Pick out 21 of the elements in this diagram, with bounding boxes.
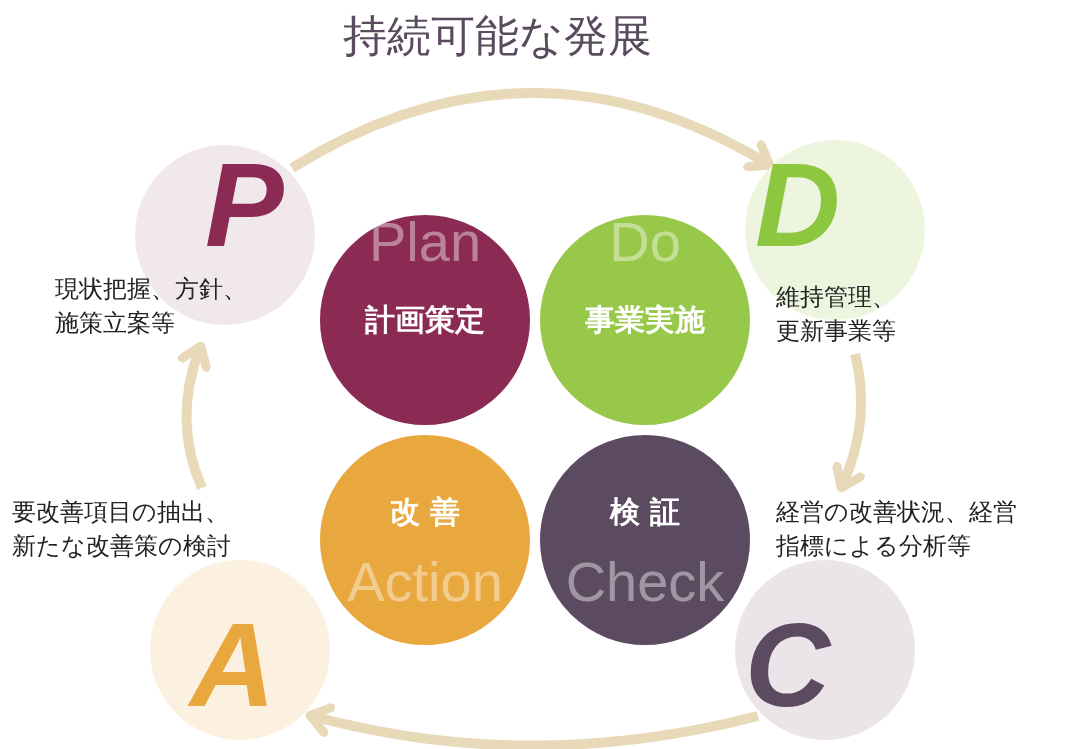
phase-word: Check xyxy=(564,549,726,615)
phase-word: Do xyxy=(608,209,682,275)
description-text: 経営の改善状況、経営指標による分析等 xyxy=(776,497,1018,562)
phase-letter: D xyxy=(755,140,841,270)
phase-letter: C xyxy=(745,600,831,730)
cycle-arrow xyxy=(177,341,212,490)
phase-label: 検 証 xyxy=(608,493,682,531)
phase-word: Action xyxy=(346,549,504,615)
phase-word: Plan xyxy=(367,209,483,275)
description-text: 維持管理、更新事業等 xyxy=(776,282,897,347)
cycle-arrow xyxy=(289,88,775,173)
phase-label: 事業実施 xyxy=(584,301,706,339)
phase-letter: A xyxy=(190,600,276,730)
phase-label: 計画策定 xyxy=(364,301,486,339)
diagram-title: 持続可能な発展 xyxy=(343,9,652,63)
cycle-arrow xyxy=(305,702,760,749)
phase-letter: P xyxy=(205,140,284,270)
description-text: 要改善項目の抽出、新たな改善策の検討 xyxy=(12,497,232,562)
phase-label: 改 善 xyxy=(388,493,462,531)
cycle-arrow xyxy=(831,352,867,493)
description-text: 現状把握、方針、施策立案等 xyxy=(55,274,248,339)
